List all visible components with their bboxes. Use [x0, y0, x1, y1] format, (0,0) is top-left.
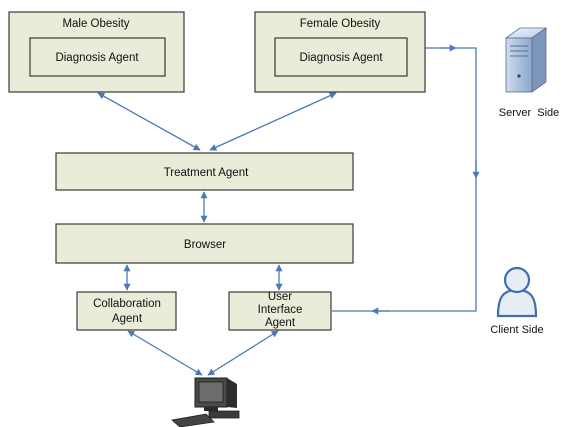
female-diagnosis-agent-box	[274, 37, 408, 77]
server-side-label: Server Side	[499, 107, 560, 119]
female-diagnosis-agent-label: Diagnosis Agent	[299, 52, 383, 64]
connectors	[97, 44, 480, 376]
user-interface-to-computer-connector	[207, 330, 279, 376]
browser-box: Browser	[55, 223, 354, 264]
client-side-label: Client Side	[490, 324, 543, 336]
collaboration-agent-box: Collaboration Agent	[76, 291, 177, 331]
user-interface-agent-label-line2: Interface	[258, 304, 303, 316]
male-diagnosis-agent-box	[29, 37, 166, 77]
female-obesity-box: Female Obesity Diagnosis Agent	[254, 11, 426, 93]
user-interface-agent-box: User Interface Agent	[228, 291, 332, 331]
browser-label: Browser	[184, 239, 226, 251]
user-icon	[496, 266, 538, 318]
server-icon	[504, 27, 548, 93]
male-obesity-label: Male Obesity	[62, 18, 129, 30]
female-to-treatment-connector	[209, 92, 337, 151]
user-interface-agent-label-line3: Agent	[265, 317, 296, 329]
treatment-agent-label: Treatment Agent	[164, 167, 249, 179]
computer-icon	[171, 377, 240, 427]
male-diagnosis-agent-label: Diagnosis Agent	[55, 52, 139, 64]
collaboration-to-computer-connector	[127, 330, 203, 376]
collaboration-agent-label-line1: Collaboration	[93, 298, 161, 310]
male-to-treatment-connector	[97, 92, 201, 151]
treatment-agent-box: Treatment Agent	[55, 152, 354, 191]
female-obesity-label: Female Obesity	[300, 18, 381, 30]
collaboration-agent-label-line2: Agent	[112, 313, 143, 325]
user-interface-agent-label-line1: User	[268, 291, 292, 303]
male-obesity-box: Male Obesity Diagnosis Agent	[8, 11, 185, 93]
